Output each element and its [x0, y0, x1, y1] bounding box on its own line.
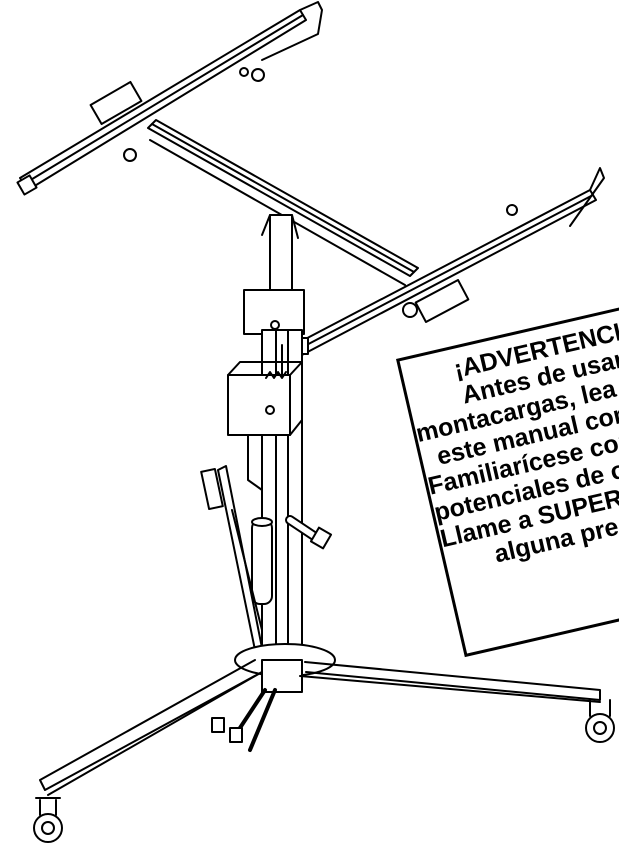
top-cradle-frame: [16, 1, 605, 357]
base: [33, 643, 615, 843]
mast: [200, 214, 333, 661]
